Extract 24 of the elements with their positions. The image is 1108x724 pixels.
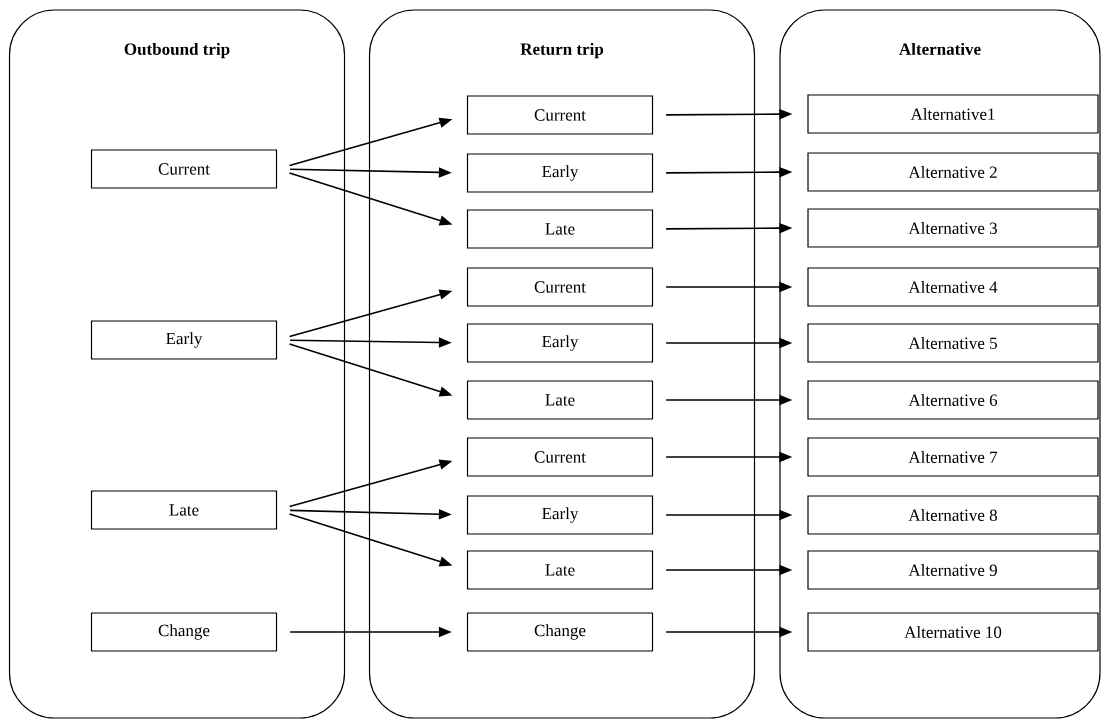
option-box: Early [466,153,654,193]
option-box: Late [466,380,654,420]
option-box: Alternative 9 [807,550,1099,590]
option-box: Change [90,612,278,652]
option-box: Current [466,95,654,135]
option-box: Late [90,490,278,530]
option-box: Current [466,437,654,477]
option-box: Late [466,209,654,249]
option-box: Early [90,320,278,360]
option-box: Early [466,323,654,363]
option-box: Change [466,612,654,652]
option-box: Alternative 6 [807,380,1099,420]
option-box: Alternative 4 [807,267,1099,307]
option-box: Alternative1 [807,94,1099,134]
option-box: Early [466,495,654,535]
option-box: Alternative 7 [807,437,1099,477]
option-box: Late [466,550,654,590]
option-box: Alternative 10 [807,612,1099,652]
option-box: Current [466,267,654,307]
option-box: Alternative 8 [807,495,1099,535]
option-box: Alternative 2 [807,152,1099,192]
option-box: Alternative 3 [807,208,1099,248]
option-box: Alternative 5 [807,323,1099,363]
option-box: Current [90,149,278,189]
